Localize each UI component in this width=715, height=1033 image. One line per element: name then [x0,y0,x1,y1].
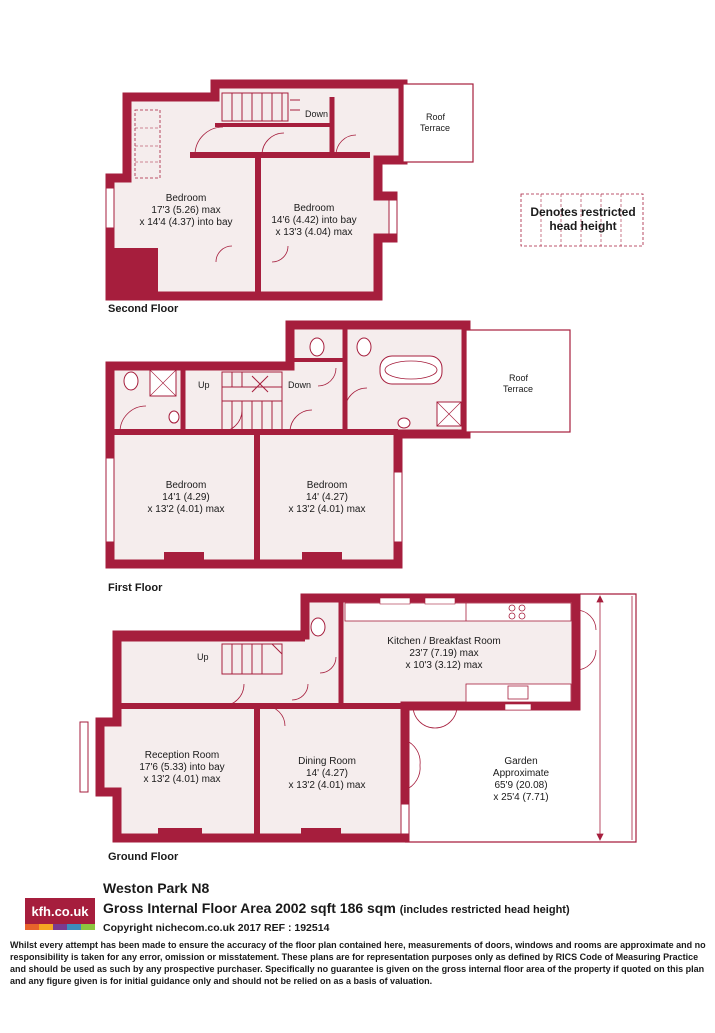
room-name: Kitchen / Breakfast Room [387,636,500,647]
chimney-block [112,248,158,294]
door-swings [221,609,597,791]
bath-icon [379,355,443,385]
toilet-icon [123,371,139,391]
kitchen-worktop [344,602,572,622]
floor-area: Gross Internal Floor Area 2002 sqft 186 … [103,900,570,916]
stairs-up-label: Up [197,652,209,662]
window [302,552,342,560]
room-size: x 13'2 (4.01) max [289,504,366,515]
garden-label: Approximate [493,768,550,779]
room-name: Reception Room [145,750,219,761]
kfh-logo: kfh.co.uk [25,898,95,924]
roof-terrace-label: Roof [509,373,529,383]
roof-terrace-label: Roof [426,112,446,122]
disclaimer: Whilst every attempt has been made to en… [10,940,706,986]
room-size: 23'7 (7.19) max [409,648,478,659]
window [393,471,403,543]
room-size: 17'3 (5.26) max [151,205,220,216]
room-name: Bedroom [294,203,335,214]
roof-terrace-second [402,83,474,163]
restricted-head-height-zone [134,109,161,179]
toilet-icon [310,617,326,637]
window [301,828,341,836]
room-name: Bedroom [166,480,207,491]
room-size: x 14'4 (4.37) into bay [139,217,232,228]
legend: Denotes restricted head height [520,193,644,247]
stairs-down-label: Down [305,109,328,119]
window [504,703,532,711]
legend-text: Denotes restricted [530,205,635,219]
room-size: 14'6 (4.42) into bay [271,215,356,226]
toilet-icon [309,337,325,357]
window [424,597,456,605]
roof-terrace-first [465,329,571,433]
floor-title: First Floor [108,582,163,594]
window [164,552,204,560]
floor-area-value: Gross Internal Floor Area 2002 sqft 186 … [103,900,396,916]
legend-box [520,193,644,247]
basin-icon [397,417,411,429]
garden-boundary [405,593,637,843]
room-size: x 13'2 (4.01) max [148,504,225,515]
sink-icon [507,685,529,700]
second-floor-stairs [221,92,300,122]
stairs-up-label: Up [198,380,210,390]
first-floor-plan: Roof Terrace Up Down Bedroom 14'1 (4.29)… [105,320,571,594]
ground-floor-plan: Up Kitchen / Breakfast Room 23'7 (7.19) … [79,593,637,863]
room-size: 17'6 (5.33) into bay [139,762,224,773]
ground-floor-stairs [221,643,283,675]
room-name: Bedroom [307,480,348,491]
garden-size: 65'9 (20.08) [494,780,547,791]
door-swings [194,126,357,263]
first-floor-stairs [221,371,283,431]
floor-plan: Roof Terrace Down Bedroom 17'3 (5.26) ma… [79,79,644,863]
room-name: Bedroom [166,193,207,204]
toilet-icon [356,337,372,357]
second-floor-plan: Roof Terrace Down Bedroom 17'3 (5.26) ma… [105,79,474,315]
copyright-line: Copyright nichecom.co.uk 2017 REF : 1925… [103,922,330,934]
room-size: x 13'3 (4.04) max [276,227,353,238]
floor-title: Ground Floor [108,851,179,863]
stairs-down-label: Down [288,380,311,390]
window [158,828,202,836]
window [388,199,398,235]
basin-icon [168,410,180,424]
logo-colour-bar [25,924,95,930]
garden-size: x 25'4 (7.71) [493,792,548,803]
floor-area-note: (includes restricted head height) [399,904,570,916]
room-size: x 13'2 (4.01) max [289,780,366,791]
property-name: Weston Park N8 [103,880,210,896]
room-size: x 13'2 (4.01) max [144,774,221,785]
garden-dimension-arrow [596,595,633,841]
room-size: x 10'3 (3.12) max [406,660,483,671]
hob-icon [508,604,526,620]
window [105,187,115,229]
bay-window [79,721,89,793]
legend-text: head height [549,219,616,233]
window [379,597,411,605]
roof-terrace-label: Terrace [420,123,450,133]
ground-floor-outer-wall [95,593,581,843]
garden-label: Garden [504,756,537,767]
room-name: Dining Room [298,756,356,767]
window [105,457,115,543]
room-size: 14' (4.27) [306,492,348,503]
floor-title: Second Floor [108,303,179,315]
window [400,803,410,835]
room-size: 14' (4.27) [306,768,348,779]
roof-terrace-label: Terrace [503,384,533,394]
room-size: 14'1 (4.29) [162,492,210,503]
